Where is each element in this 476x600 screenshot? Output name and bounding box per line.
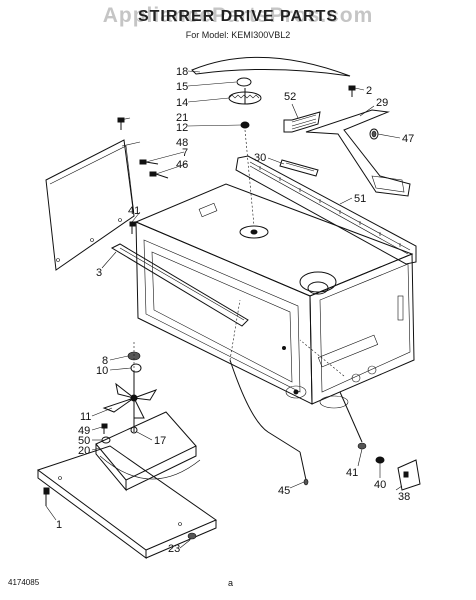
duct-52: [283, 111, 321, 133]
callout-52: 52: [284, 91, 296, 103]
part-12-nut: [240, 121, 250, 129]
diagram-title: STIRRER DRIVE PARTS: [137, 8, 339, 25]
screw-23: [187, 532, 197, 540]
sensor-45: [229, 359, 309, 486]
callout-17: 17: [154, 435, 166, 447]
oven-cavity: [134, 183, 415, 409]
stirrer-belt: [191, 56, 351, 77]
duct-30: [279, 159, 319, 177]
callout-11: 11: [80, 411, 91, 423]
callout-51: 51: [354, 193, 366, 205]
callout-14: 14: [176, 97, 188, 109]
callout-2: 2: [366, 85, 372, 97]
callout-10: 10: [96, 365, 108, 377]
side-panel-48: [45, 139, 135, 271]
switch-38: [339, 391, 421, 491]
screw-2: [348, 85, 356, 97]
callout-8: 8: [102, 355, 108, 367]
callout-3: 3: [96, 267, 102, 279]
part-10-washer: [130, 363, 142, 373]
callout-48: 48: [176, 137, 188, 149]
callout-46: 46: [176, 159, 188, 171]
callout-21: 21: [176, 112, 188, 124]
callout-labels: 18 15 14 21 12 48 7 46 41 3 2 52 29 47 3…: [56, 66, 414, 555]
screw-7: [139, 159, 159, 165]
watermark: AppliancePartsPros.com: [102, 4, 374, 27]
callout-29: 29: [376, 97, 388, 109]
duct-51: [235, 155, 417, 265]
duct-29: [305, 109, 411, 197]
leader-lines: [45, 70, 403, 549]
callout-49: 49: [78, 425, 90, 437]
callout-1: 1: [56, 519, 62, 531]
callout-38: 38: [398, 491, 410, 503]
screw-1: [43, 487, 50, 506]
door-seal-3: [110, 243, 249, 327]
callout-18: 18: [176, 66, 188, 78]
callout-7: 7: [182, 147, 188, 159]
callout-23: 23: [168, 543, 180, 555]
callout-15: 15: [176, 81, 188, 93]
callout-47: 47: [402, 133, 414, 145]
callout-45: 45: [278, 485, 290, 497]
callout-50: 50: [78, 435, 90, 447]
callout-41-lower: 41: [346, 467, 358, 479]
screw-41-upper: [129, 221, 136, 234]
page-letter: a: [228, 578, 234, 588]
callout-40: 40: [374, 479, 386, 491]
callout-41-upper: 41: [128, 205, 140, 217]
washer-41-lower: [357, 442, 367, 450]
part-15-bushing: [236, 77, 252, 87]
model-subtitle: For Model: KEMI300VBL2: [185, 30, 291, 40]
callout-20: 20: [78, 445, 90, 457]
nut-40: [375, 456, 385, 464]
grommet-47: [369, 128, 379, 140]
fan-shroud-20: [95, 411, 201, 492]
callout-12: 12: [176, 122, 188, 134]
callout-30: 30: [254, 152, 266, 164]
base-plate-1: [36, 445, 218, 559]
document-number: 4174085: [8, 578, 40, 587]
stirrer-blade: [228, 88, 262, 105]
screw-49: [101, 423, 108, 434]
fan-blade-11: [102, 382, 158, 419]
